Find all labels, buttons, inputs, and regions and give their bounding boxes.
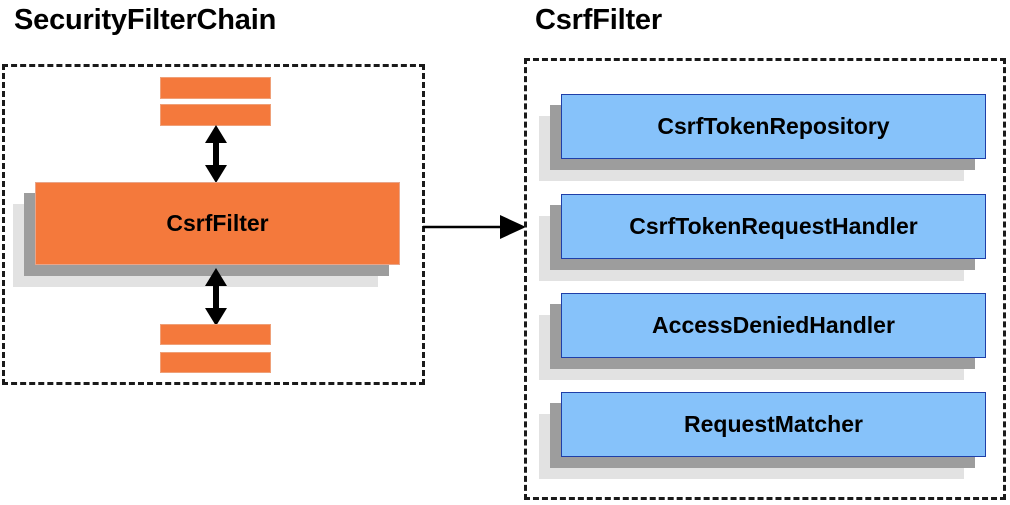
node-face: AccessDeniedHandler <box>561 293 986 358</box>
page-title-security-filter-chain: SecurityFilterChain <box>14 4 277 36</box>
access-denied-handler-node-label: AccessDeniedHandler <box>652 312 895 339</box>
csrf-filter-node-label: CsrfFilter <box>166 210 269 237</box>
page-title-csrf-filter: CsrfFilter <box>535 4 662 36</box>
node-face: CsrfTokenRequestHandler <box>561 194 986 259</box>
request-matcher-node[interactable]: RequestMatcher <box>539 392 986 479</box>
csrf-token-request-handler-node[interactable]: CsrfTokenRequestHandler <box>539 194 986 281</box>
panel-csrf-filter <box>524 58 1006 500</box>
node-face: CsrfTokenRepository <box>561 94 986 159</box>
node-face: RequestMatcher <box>561 392 986 457</box>
filter-bar-above-2 <box>160 77 271 99</box>
csrf-token-repository-node-label: CsrfTokenRepository <box>657 113 890 140</box>
node-face: CsrfFilter <box>35 182 400 265</box>
expand-arrow <box>423 215 526 239</box>
arrow-upper <box>205 125 227 183</box>
filter-bar-below-1 <box>160 324 271 345</box>
arrow-lower <box>205 268 227 326</box>
request-matcher-node-label: RequestMatcher <box>684 411 863 438</box>
panel-security-filter-chain <box>2 64 425 385</box>
csrf-token-request-handler-node-label: CsrfTokenRequestHandler <box>629 213 918 240</box>
csrf-filter-node[interactable]: CsrfFilter <box>13 182 400 287</box>
filter-bar-above-1 <box>160 104 271 126</box>
filter-bar-below-2 <box>160 352 271 373</box>
csrf-token-repository-node[interactable]: CsrfTokenRepository <box>539 94 986 181</box>
access-denied-handler-node[interactable]: AccessDeniedHandler <box>539 293 986 380</box>
